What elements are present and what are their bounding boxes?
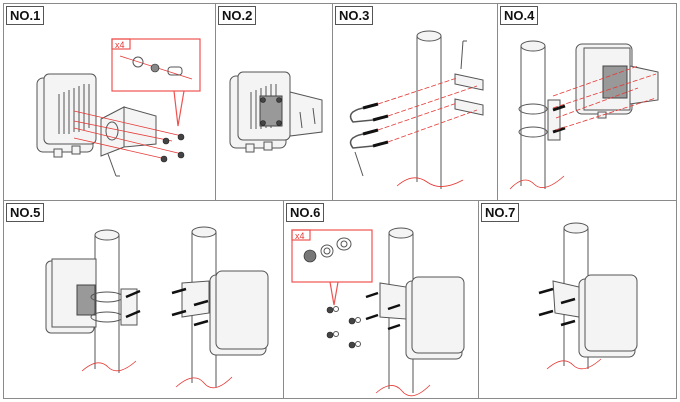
l-bracket <box>100 106 157 177</box>
hardware-callout: x4 <box>111 38 201 127</box>
u-bolt-pole-illustration <box>349 30 484 189</box>
hardware-callout: x4 <box>291 229 373 306</box>
reader-device <box>36 73 97 158</box>
callout-quantity: x4 <box>115 40 125 50</box>
step-label: NO.7 <box>481 203 520 222</box>
step-label: NO.3 <box>335 6 374 25</box>
step-label: NO.1 <box>6 6 45 25</box>
step-panel-2: NO.2 <box>215 3 333 201</box>
step-panel-3: NO.3 <box>332 3 498 201</box>
step-panel-5: NO.5 <box>3 200 284 399</box>
step-label: NO.6 <box>286 203 325 222</box>
pole <box>509 40 566 190</box>
nut-icons <box>160 133 185 163</box>
callout-quantity: x4 <box>295 231 305 241</box>
u-bolts <box>349 102 389 177</box>
antenna-panel <box>538 274 638 358</box>
antenna-panel <box>365 276 465 360</box>
step-label: NO.2 <box>218 6 257 25</box>
antenna-panel <box>171 270 269 356</box>
pole <box>396 30 464 189</box>
step-panel-6: x4 NO.6 <box>283 200 479 399</box>
reader-with-bracket-illustration <box>229 71 323 153</box>
step-label: NO.4 <box>500 6 539 25</box>
step-label: NO.5 <box>6 203 45 222</box>
nut-washer-icons <box>326 306 361 349</box>
mount-reader-to-pole-illustration <box>509 40 659 190</box>
reader-device <box>575 43 659 119</box>
step-panel-7: NO.7 <box>478 200 677 399</box>
bracket-attach-illustration: x4 <box>36 38 201 177</box>
reader-and-antenna-mounted-illustration <box>45 226 269 389</box>
secure-antenna-illustration: x4 <box>291 227 465 397</box>
step-panel-1: x4 NO.1 <box>3 3 216 201</box>
assembly-guide-lines <box>73 110 183 160</box>
clamps <box>454 40 484 116</box>
reader-device <box>45 258 141 334</box>
assembly-guide-lines <box>377 77 478 143</box>
step-panel-4: NO.4 <box>497 3 677 201</box>
assembly-guide-lines <box>552 65 657 131</box>
antenna-mounted-illustration <box>538 222 638 370</box>
